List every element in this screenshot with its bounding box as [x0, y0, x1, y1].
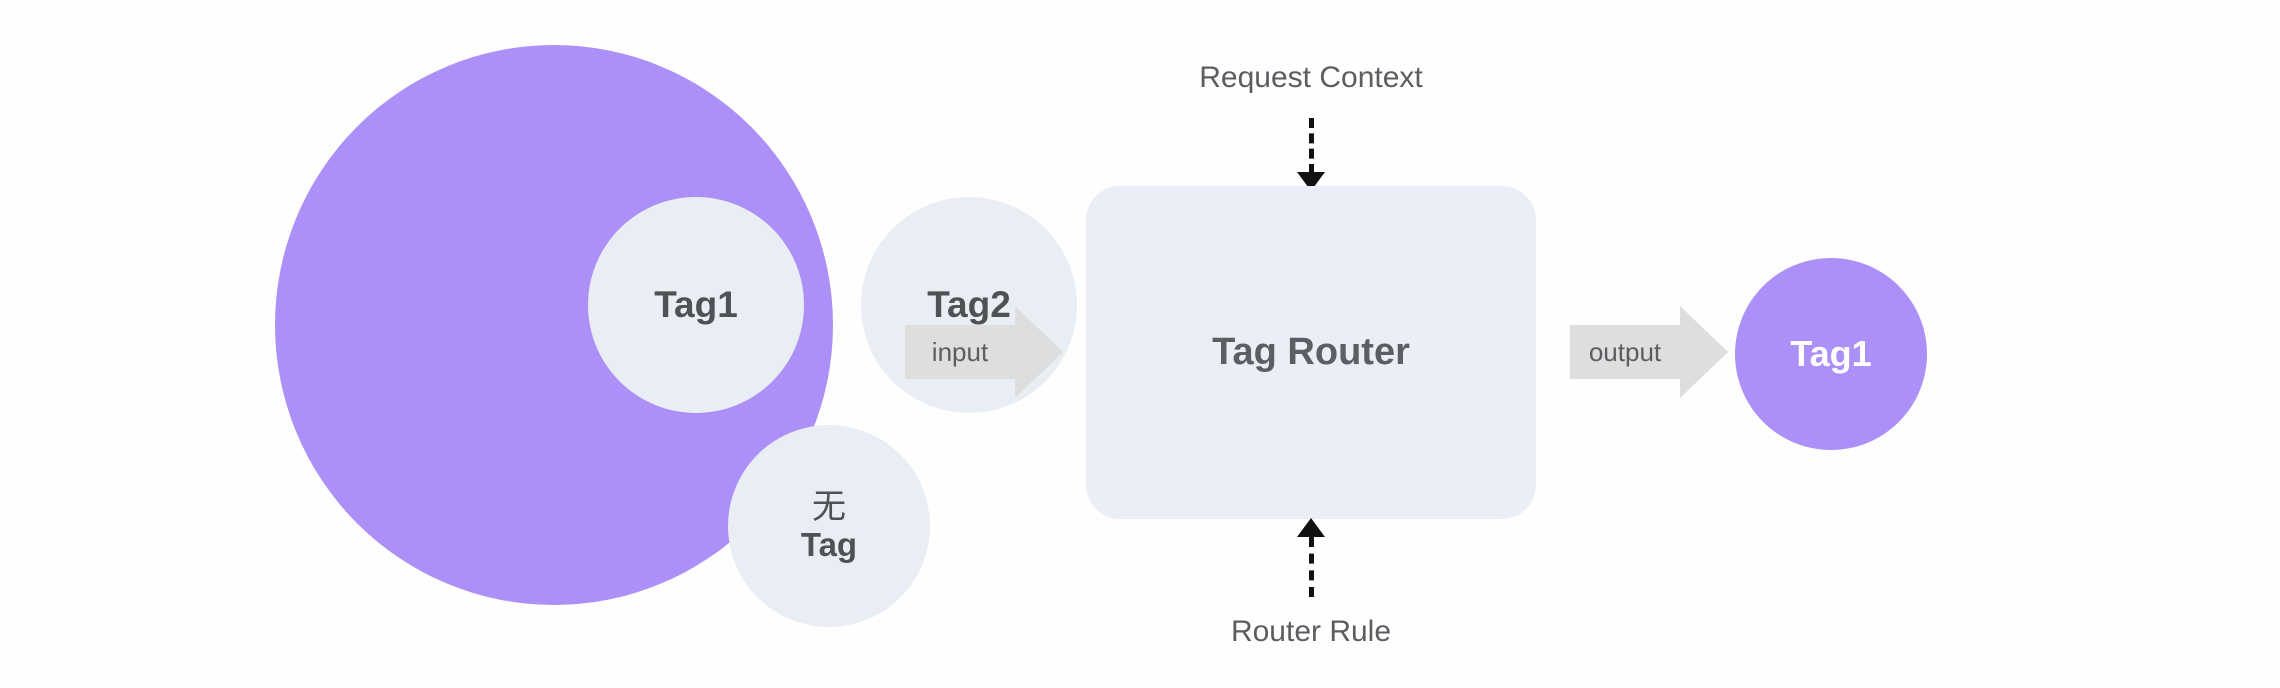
request-context-label: Request Context — [1199, 61, 1423, 94]
tag-pool-item-tag1[interactable]: Tag1 — [588, 197, 804, 413]
tag-router-node[interactable]: Tag Router — [1086, 186, 1536, 519]
router-rule-label: Router Rule — [1230, 615, 1392, 648]
output-tag-label: Tag1 — [1790, 333, 1872, 374]
request-context-dashed-line — [1309, 118, 1314, 174]
tag-router-label: Tag Router — [1212, 331, 1410, 373]
tag-pool-item-no-tag-label-line2: Tag — [800, 525, 858, 563]
tag-pool-item-tag1-label: Tag1 — [654, 284, 738, 326]
output-arrow-shaft: output — [1570, 325, 1680, 379]
tag-pool-item-tag2-label: Tag2 — [927, 284, 1011, 326]
input-arrow-head-icon — [1015, 306, 1063, 398]
input-arrow-shaft: input — [905, 325, 1015, 379]
tag-pool-container: Tag1 Tag2 无 Tag — [275, 45, 1077, 627]
router-rule-dashed-line — [1309, 537, 1314, 597]
input-arrow: input — [905, 306, 1063, 398]
output-arrow: output — [1570, 306, 1728, 398]
tag-pool-item-no-tag-label-line1: 无 — [812, 488, 846, 527]
input-arrow-label: input — [931, 336, 989, 367]
router-rule-arrowhead-up-icon — [1297, 518, 1325, 537]
output-tag-node[interactable]: Tag1 — [1735, 258, 1927, 450]
output-arrow-label: output — [1588, 336, 1662, 367]
output-arrow-head-icon — [1680, 306, 1728, 398]
tag-pool-item-no-tag[interactable]: 无 Tag — [728, 425, 930, 627]
